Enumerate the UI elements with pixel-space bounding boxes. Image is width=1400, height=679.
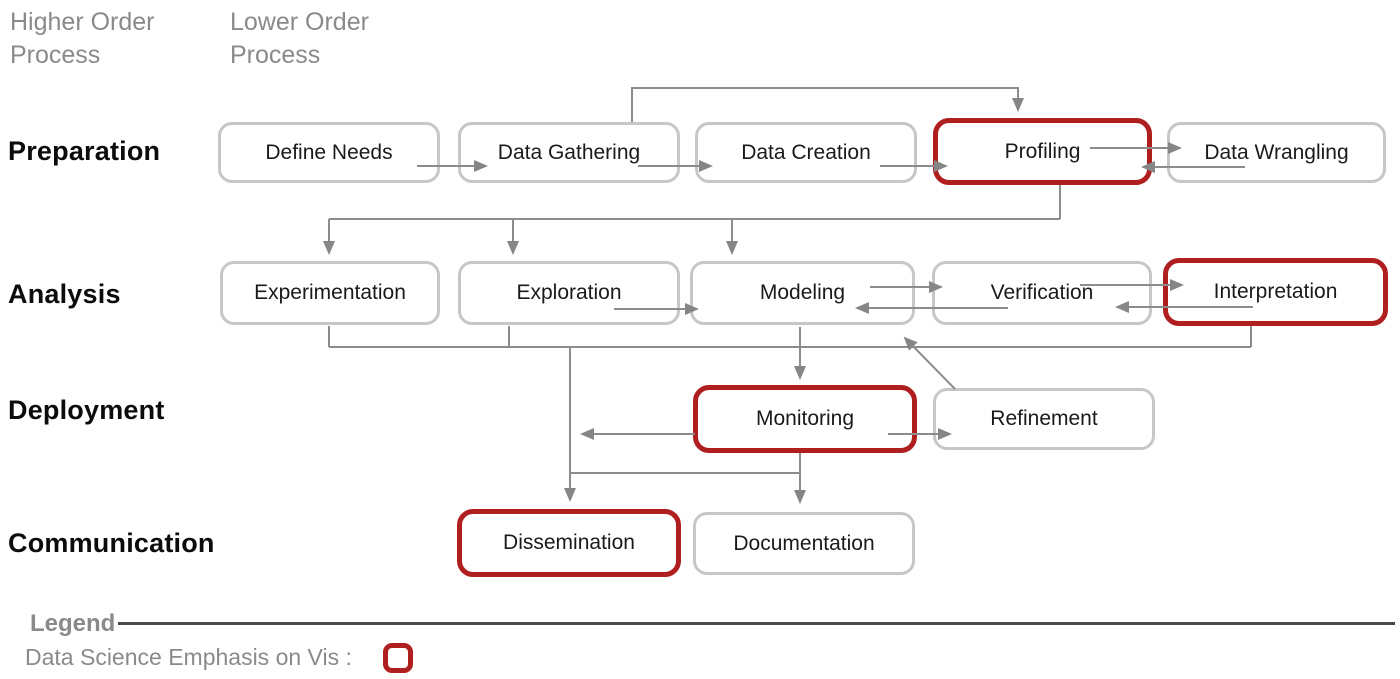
row-label-analysis: Analysis xyxy=(8,279,121,309)
legend-emphasis-swatch xyxy=(383,643,413,673)
node-label: Data Creation xyxy=(741,140,871,164)
node-exploration: Exploration xyxy=(458,261,680,325)
legend-title: Legend xyxy=(30,610,116,637)
edge-data-gathering-to-profiling-top-loop xyxy=(631,87,1024,122)
node-monitoring: Monitoring xyxy=(693,385,917,453)
node-profiling: Profiling xyxy=(933,118,1152,185)
node-data-creation: Data Creation xyxy=(695,122,917,183)
node-label: Monitoring xyxy=(755,407,855,430)
node-interpretation: Interpretation xyxy=(1163,258,1388,326)
node-label: Interpretation xyxy=(1213,280,1338,303)
node-data-gathering: Data Gathering xyxy=(458,122,680,183)
legend-divider xyxy=(118,622,1395,625)
node-data-wrangling: Data Wrangling xyxy=(1167,122,1386,183)
column-header-lower-order: Lower Order Process xyxy=(230,8,369,69)
node-label: Data Gathering xyxy=(497,140,641,164)
node-label: Data Wrangling xyxy=(1204,140,1349,164)
row-label-preparation: Preparation xyxy=(8,136,161,166)
node-experimentation: Experimentation xyxy=(220,261,440,325)
row-label-deployment: Deployment xyxy=(8,395,165,425)
node-label: Exploration xyxy=(516,281,622,304)
node-define-needs: Define Needs xyxy=(218,122,440,183)
node-label: Dissemination xyxy=(503,531,635,554)
node-verification: Verification xyxy=(932,261,1152,325)
edge-refinement-to-modeling xyxy=(903,336,956,390)
node-label: Modeling xyxy=(759,281,846,304)
row-label-communication: Communication xyxy=(8,528,215,558)
node-label: Define Needs xyxy=(265,140,393,164)
node-label: Experimentation xyxy=(254,281,406,304)
node-modeling: Modeling xyxy=(690,261,915,325)
node-dissemination: Dissemination xyxy=(457,509,681,577)
node-label: Documentation xyxy=(733,531,875,555)
node-label: Verification xyxy=(990,281,1094,304)
node-refinement: Refinement xyxy=(933,388,1155,450)
node-label: Refinement xyxy=(990,407,1098,430)
legend-entry-label: Data Science Emphasis on Vis : xyxy=(25,644,352,670)
node-label: Profiling xyxy=(1004,139,1081,163)
column-header-higher-order: Higher Order Process xyxy=(10,8,155,69)
node-documentation: Documentation xyxy=(693,512,915,575)
